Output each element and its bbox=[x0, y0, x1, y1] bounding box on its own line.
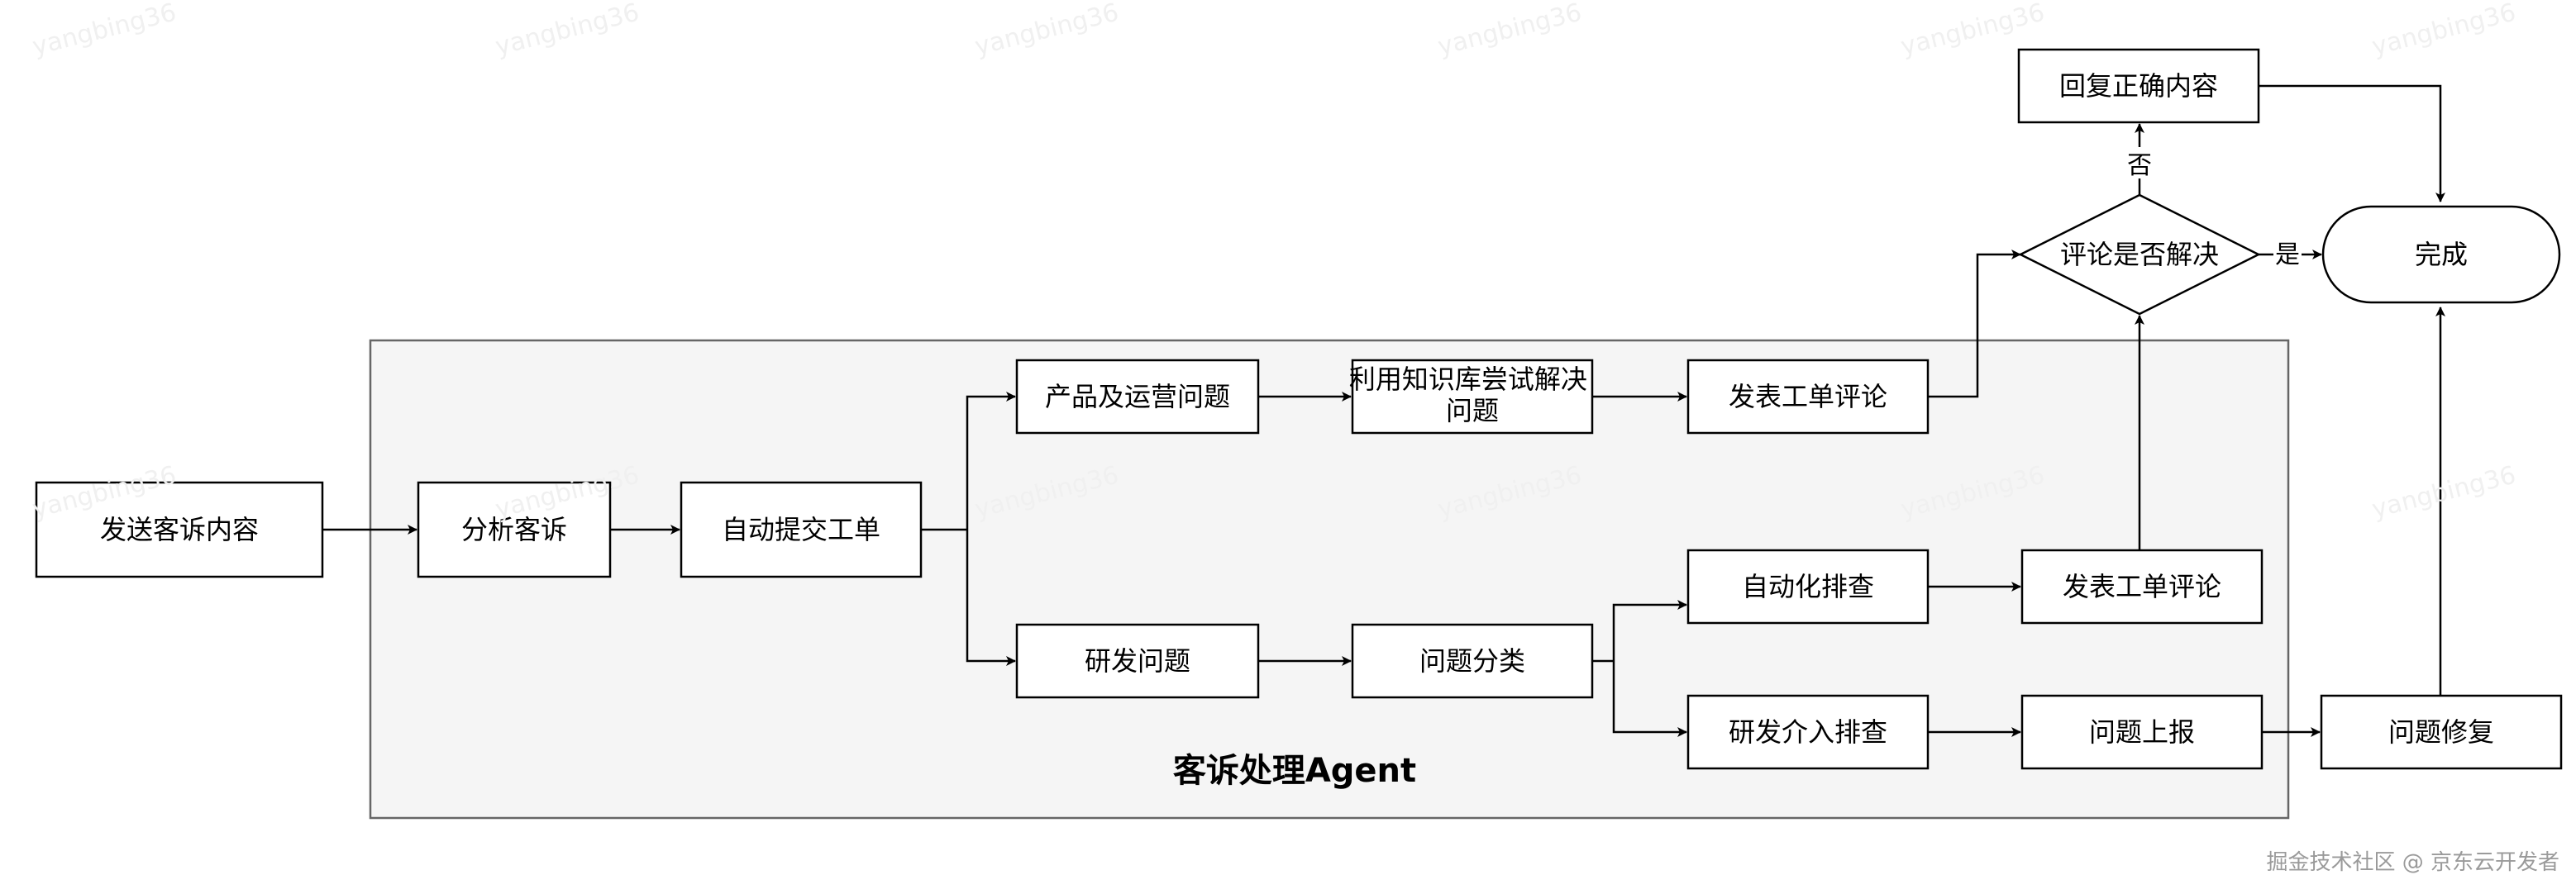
label-rd-issue: 研发问题 bbox=[1085, 645, 1190, 677]
node-analyze bbox=[417, 481, 612, 578]
label-auto-ticket: 自动提交工单 bbox=[722, 514, 880, 545]
node-auto-ticket bbox=[680, 481, 923, 578]
edge-split-product bbox=[966, 392, 1016, 530]
label-reply: 回复正确内容 bbox=[2059, 70, 2218, 102]
group-container bbox=[369, 339, 2290, 820]
node-comment-1 bbox=[1686, 359, 1930, 435]
label-decision: 评论是否解决 bbox=[2060, 239, 2219, 270]
node-fix bbox=[2320, 694, 2563, 770]
edge-split-rdcheck bbox=[1612, 661, 1687, 737]
node-reply bbox=[2017, 48, 2260, 124]
label-rd-check: 研发介入排查 bbox=[1729, 716, 1887, 748]
edge-label-no: 否 bbox=[2127, 151, 2152, 180]
node-decision bbox=[2018, 193, 2261, 316]
label-report: 问题上报 bbox=[2089, 716, 2195, 748]
label-kb-solve: 利用知识库尝试解决 问题 bbox=[1349, 364, 1596, 426]
node-rd-issue bbox=[1015, 623, 1260, 699]
label-send-complaint: 发送客诉内容 bbox=[100, 514, 259, 545]
label-analyze: 分析客诉 bbox=[461, 514, 567, 545]
label-done: 完成 bbox=[2415, 239, 2468, 270]
edge-comment1-decision bbox=[1928, 250, 2021, 398]
footer-credit: 掘金技术社区 @ 京东云开发者 bbox=[2266, 850, 2559, 875]
label-classify: 问题分类 bbox=[1419, 645, 1525, 677]
edge-reply-done bbox=[2259, 84, 2445, 202]
label-auto-check: 自动化排查 bbox=[1742, 571, 1874, 602]
node-send-complaint bbox=[35, 481, 324, 578]
edge-label-yes: 是 bbox=[2275, 240, 2300, 269]
group-label: 客诉处理Agent bbox=[1173, 752, 1416, 790]
label-kb-solve-line1: 利用知识库尝试解决 bbox=[1349, 364, 1587, 395]
edge-split-rd bbox=[966, 530, 1016, 666]
node-kb-solve bbox=[1351, 359, 1594, 435]
node-comment-2 bbox=[2020, 549, 2264, 625]
node-auto-check bbox=[1686, 549, 1930, 625]
label-comment-2: 发表工单评论 bbox=[2063, 571, 2221, 602]
label-comment-1: 发表工单评论 bbox=[1729, 381, 1887, 412]
node-done bbox=[2321, 205, 2561, 304]
label-fix: 问题修复 bbox=[2388, 716, 2494, 748]
node-report bbox=[2020, 694, 2264, 770]
node-classify bbox=[1351, 623, 1594, 699]
node-rd-check bbox=[1686, 694, 1930, 770]
edge-split-autocheck bbox=[1612, 600, 1687, 661]
node-product-ops bbox=[1015, 359, 1260, 435]
label-product-ops: 产品及运营问题 bbox=[1045, 381, 1230, 412]
label-kb-solve-line2: 问题 bbox=[1446, 395, 1499, 426]
nodes-layer bbox=[35, 48, 2563, 770]
